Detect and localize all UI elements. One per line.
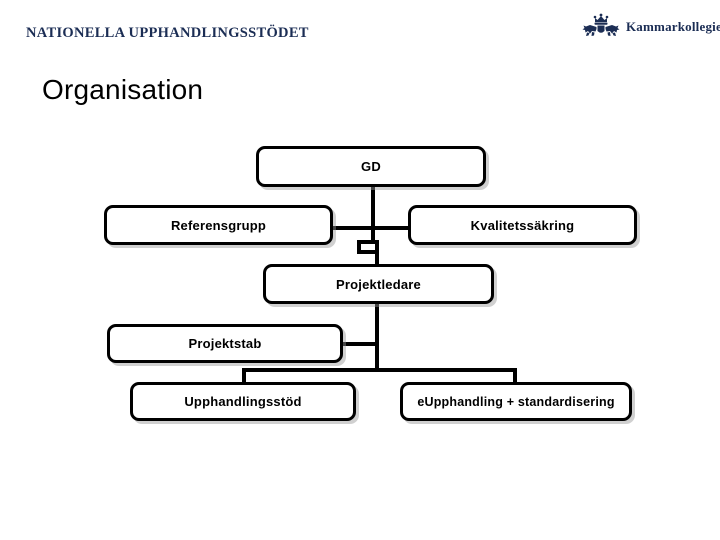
connector-bottom-split-bar xyxy=(242,368,517,372)
org-node-upphandlingsstod-label: Upphandlingsstöd xyxy=(184,394,302,409)
org-node-gd-label: GD xyxy=(361,159,381,174)
connector-trunk-jog-vertical xyxy=(357,240,361,254)
org-node-referensgrupp[interactable]: Referensgrupp xyxy=(104,205,333,245)
connector-gd-to-kvalitetssakring xyxy=(371,226,410,230)
header-organization-title: NATIONELLA UPPHANDLINGSSTÖDET xyxy=(26,25,309,41)
page-title: Organisation xyxy=(42,74,204,105)
org-node-projektstab[interactable]: Projektstab xyxy=(107,324,343,363)
connector-to-upphandlingsstod xyxy=(242,368,246,384)
connector-jog-to-projektledare-horizontal xyxy=(357,250,379,254)
connector-projektledare-to-projektstab xyxy=(340,342,379,346)
connector-gd-trunk-lower xyxy=(371,226,375,244)
org-node-kvalitetssakring-label: Kvalitetssäkring xyxy=(470,217,575,233)
org-node-upphandlingsstod[interactable]: Upphandlingsstöd xyxy=(130,382,356,421)
connector-gd-trunk xyxy=(371,186,375,228)
org-node-kvalitetssakring[interactable]: Kvalitetssäkring xyxy=(408,205,637,245)
connector-jog-to-projektledare xyxy=(375,240,379,268)
connector-gd-to-referensgrupp xyxy=(330,226,410,230)
crown-emblem-icon xyxy=(580,13,622,43)
org-node-eupphandling[interactable]: eUpphandling + standardisering xyxy=(400,382,632,421)
kammarkollegiet-logo: Kammarkollegiet xyxy=(580,12,720,44)
logo-wordmark: Kammarkollegiet xyxy=(626,19,720,34)
org-node-projektstab-label: Projektstab xyxy=(188,336,262,351)
org-node-projektledare[interactable]: Projektledare xyxy=(263,264,494,304)
org-node-projektledare-label: Projektledare xyxy=(336,276,421,292)
connector-trunk-jog-horizontal xyxy=(357,240,375,244)
org-node-referensgrupp-label: Referensgrupp xyxy=(170,217,267,233)
connector-to-eupphandling xyxy=(513,368,517,384)
connector-projektledare-trunk xyxy=(375,300,379,372)
org-node-eupphandling-label: eUpphandling + standardisering xyxy=(417,394,615,409)
org-node-gd[interactable]: GD xyxy=(256,146,486,187)
